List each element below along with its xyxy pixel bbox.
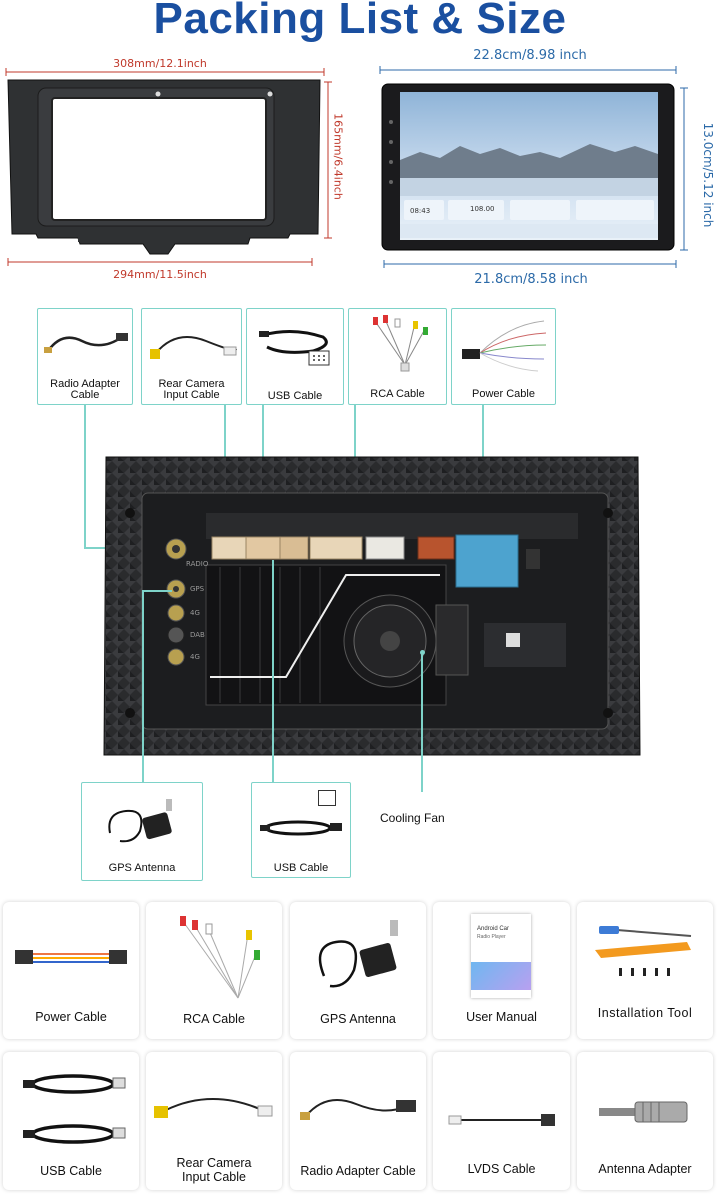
port-label-gps: GPS (190, 585, 205, 593)
radio-adapter-cable-icon (300, 1099, 416, 1120)
screen-bottom-dimension: 21.8cm/8.58 inch (474, 272, 588, 287)
screen-radio-frequency: 108.00 (470, 205, 495, 213)
tile-label: USB Cable (40, 1164, 102, 1178)
port-label-4g-second: 4G (190, 653, 200, 661)
package-tile-rca-cable: RCA Cable (146, 902, 282, 1039)
package-tile-installation-tool: Installation Tool (577, 902, 713, 1039)
package-tile-gps-antenna: GPS Antenna (290, 902, 426, 1039)
tile-label: Antenna Adapter (598, 1162, 692, 1176)
tile-label: User Manual (466, 1010, 537, 1024)
frame-illustration (5, 68, 325, 255)
rca-cable-icon (180, 916, 260, 999)
usb-cable-icon (23, 1074, 126, 1144)
tile-label: Installation Tool (597, 1006, 693, 1020)
tile-label: Radio Adapter Cable (300, 1164, 416, 1178)
screen-top-dimension: 22.8cm/8.98 inch (473, 48, 587, 63)
antenna-adapter-icon (599, 1101, 688, 1123)
screen-clock: 08:43 (410, 207, 430, 215)
port-label-4g: 4G (190, 609, 200, 617)
frame-side-dimension: 165mm/6.4inch (331, 113, 345, 200)
page-title: Packing List & Size (153, 0, 567, 43)
package-tile-radio-adapter-cable: Radio Adapter Cable (290, 1052, 426, 1190)
package-tile-lvds-cable: LVDS Cable (433, 1052, 570, 1190)
power-cable-icon (15, 950, 127, 964)
screen-side-dimension: 13.0cm/5.12 inch (701, 122, 715, 228)
usb-cable-icon (260, 820, 342, 836)
card-rca-cable: RCA Cable (348, 308, 447, 405)
package-tile-user-manual: Android Car Radio Player User Manual (433, 902, 570, 1039)
card-label: RCA Cable (370, 388, 425, 400)
card-usb-cable-lower: USB Cable (251, 782, 351, 878)
usb-port-icon (318, 790, 336, 806)
frame-top-dimension: 308mm/12.1inch (113, 57, 207, 70)
tile-label: LVDS Cable (467, 1162, 536, 1176)
card-label: GPS Antenna (108, 862, 176, 874)
card-label: Power Cable (472, 388, 535, 400)
package-tile-power-cable: Power Cable (3, 902, 139, 1039)
usb-cable-icon (259, 330, 330, 366)
card-radio-adapter-cable: Radio Adapter Cable (37, 308, 133, 405)
package-tile-antenna-adapter: Antenna Adapter (577, 1052, 713, 1190)
installation-tool-icon (595, 926, 692, 976)
rear-camera-cable-icon (154, 1098, 273, 1118)
gps-antenna-icon (108, 799, 172, 843)
head-unit-back-panel: RADIO GPS 4G DAB 4G (103, 456, 641, 756)
screen-illustration: 08:43 108.00 (381, 83, 675, 251)
tile-label: Power Cable (35, 1010, 107, 1024)
tile-label: Rear Camera Input Cable (176, 1156, 252, 1184)
card-label: USB Cable (267, 390, 323, 402)
port-label-radio: RADIO (186, 560, 209, 568)
card-power-cable: Power Cable (451, 308, 556, 405)
card-label: USB Cable (273, 862, 329, 874)
card-label: Rear Camera Input Cable (158, 378, 225, 401)
card-usb-cable: USB Cable (246, 308, 344, 405)
package-tile-rear-camera-input-cable: Rear Camera Input Cable (146, 1052, 282, 1190)
card-label: Radio Adapter Cable (50, 378, 120, 401)
frame-bottom-dimension: 294mm/11.5inch (113, 268, 207, 281)
radio-adapter-cable-icon (44, 333, 128, 353)
power-cable-icon (462, 320, 547, 372)
gps-antenna-icon (318, 920, 398, 988)
tile-label: RCA Cable (183, 1012, 245, 1026)
rca-cable-icon (373, 315, 428, 372)
cooling-fan-label: Cooling Fan (380, 811, 445, 825)
rear-camera-cable-icon (150, 336, 237, 359)
card-rear-camera-input-cable: Rear Camera Input Cable (141, 308, 242, 405)
tile-label: GPS Antenna (320, 1012, 396, 1026)
package-tile-usb-cable: USB Cable (3, 1052, 139, 1190)
manual-icon: Android Car Radio Player (471, 914, 531, 998)
lvds-cable-icon (448, 1114, 555, 1126)
port-label-dab: DAB (190, 631, 205, 639)
card-gps-antenna: GPS Antenna (81, 782, 203, 881)
